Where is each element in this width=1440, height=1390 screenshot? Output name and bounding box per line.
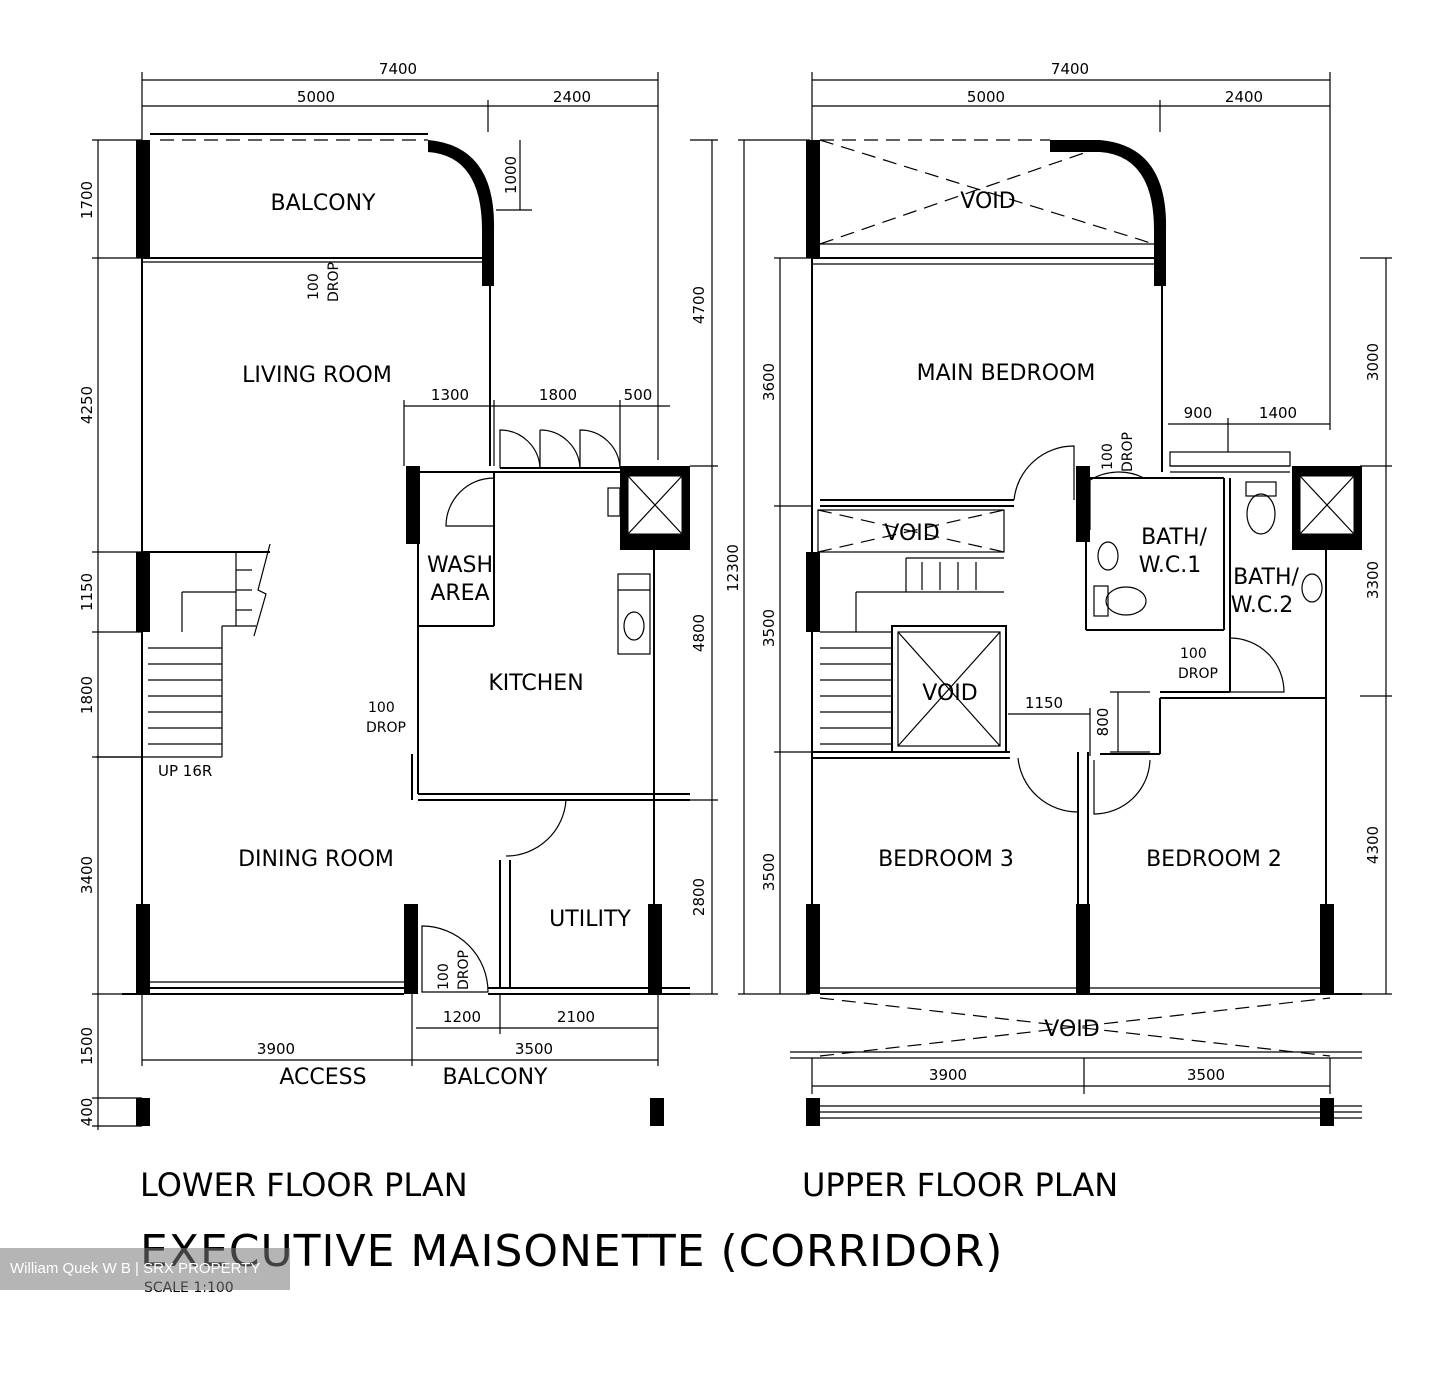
lower-floor-title: LOWER FLOOR PLAN (140, 1166, 468, 1204)
lower-dim-2100: 2100 (557, 1008, 595, 1026)
upper-void-mid: VOID (884, 521, 939, 546)
upper-void-bottom: VOID (1044, 1017, 1099, 1042)
upper-dim-3500: 3500 (1187, 1066, 1225, 1084)
lower-dim-4700: 4700 (690, 286, 708, 324)
lower-dim-1300: 1300 (431, 386, 469, 404)
upper-dim-5000: 5000 (967, 88, 1005, 106)
lower-room-dining: DINING ROOM (238, 847, 394, 872)
lower-drop-left-unit: DROP (366, 720, 406, 736)
lower-drop-door: 100 (436, 963, 452, 990)
lower-room-wash2: AREA (430, 581, 489, 606)
upper-dim-2400: 2400 (1225, 88, 1263, 106)
upper-drop-wc2: 100 (1180, 646, 1207, 662)
upper-dim-3500a: 3500 (760, 609, 778, 647)
upper-dim-3900: 3900 (929, 1066, 967, 1084)
lower-dim-5000: 5000 (297, 88, 335, 106)
upper-dim-3500b: 3500 (760, 853, 778, 891)
upper-drop-wc2-unit: DROP (1178, 666, 1218, 682)
lower-dim-12300: 12300 (724, 544, 742, 592)
lower-dim-3400: 3400 (78, 856, 96, 894)
lower-room-utility: UTILITY (549, 907, 631, 932)
lower-dim-4800: 4800 (690, 614, 708, 652)
upper-void-stair: VOID (922, 681, 977, 706)
lower-dim-1800: 1800 (78, 676, 96, 714)
lower-stair-label: UP 16R (158, 762, 212, 780)
lower-dim-3500: 3500 (515, 1040, 553, 1058)
upper-floor-plan: 7400 5000 2400 12300 3600 3500 3500 3000… (724, 60, 1392, 1204)
upper-dim-1150: 1150 (1025, 694, 1063, 712)
lower-room-living: LIVING ROOM (242, 363, 392, 388)
lower-drop-door-unit: DROP (456, 950, 472, 990)
lower-room-kitchen: KITCHEN (488, 671, 583, 696)
lower-floor-plan: 7400 5000 2400 1700 4250 1150 1800 3400 … (78, 60, 718, 1204)
lower-dim-400: 400 (78, 1098, 96, 1127)
upper-dim-800: 800 (1094, 708, 1112, 737)
lower-dim-2800: 2800 (690, 878, 708, 916)
lower-dim-1200: 1200 (443, 1008, 481, 1026)
upper-room-bed2: BEDROOM 2 (1146, 847, 1282, 872)
upper-dim-4300: 4300 (1364, 826, 1382, 864)
upper-void-top: VOID (960, 189, 1015, 214)
upper-dim-total: 7400 (1051, 60, 1089, 78)
upper-dim-900: 900 (1184, 404, 1213, 422)
lower-room-balcony-bottom: BALCONY (443, 1065, 549, 1090)
lower-room-wash1: WASH (427, 553, 493, 578)
upper-dim-3600: 3600 (760, 363, 778, 401)
upper-dim-1400: 1400 (1259, 404, 1297, 422)
upper-room-bath2a: BATH/ (1233, 565, 1299, 590)
lower-drop-left: 100 (368, 700, 395, 716)
lower-dim-1500: 1500 (78, 1027, 96, 1065)
lower-room-balcony: BALCONY (271, 191, 377, 216)
lower-dim-500: 500 (624, 386, 653, 404)
upper-room-bed3: BEDROOM 3 (878, 847, 1014, 872)
upper-dim-3300: 3300 (1364, 561, 1382, 599)
watermark: William Quek W B | SRX PROPERTY (0, 1248, 290, 1290)
upper-drop-main: 100 (1100, 443, 1116, 470)
lower-dim-3900: 3900 (257, 1040, 295, 1058)
lower-dim-4250: 4250 (78, 386, 96, 424)
upper-room-bath1a: BATH/ (1141, 525, 1207, 550)
lower-dim-1000: 1000 (502, 156, 520, 194)
upper-room-bath2b: W.C.2 (1231, 593, 1294, 618)
upper-dim-3000: 3000 (1364, 343, 1382, 381)
lower-drop-top-unit: DROP (326, 262, 342, 302)
lower-dim-total: 7400 (379, 60, 417, 78)
lower-drop-top: 100 (306, 273, 322, 300)
upper-room-main-bedroom: MAIN BEDROOM (917, 361, 1096, 386)
lower-dim-1700: 1700 (78, 181, 96, 219)
lower-dim-2400: 2400 (553, 88, 591, 106)
lower-room-access: ACCESS (279, 1065, 366, 1090)
upper-room-bath1b: W.C.1 (1139, 553, 1202, 578)
lower-dim-1150: 1150 (78, 573, 96, 611)
lower-dim-k1800: 1800 (539, 386, 577, 404)
upper-floor-title: UPPER FLOOR PLAN (802, 1166, 1118, 1204)
upper-drop-main-unit: DROP (1120, 432, 1136, 472)
